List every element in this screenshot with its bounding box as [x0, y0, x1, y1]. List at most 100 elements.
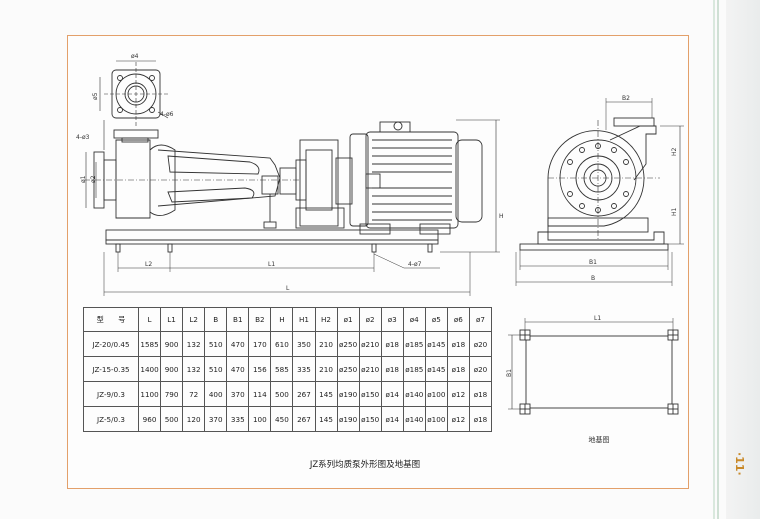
table-header: ø1 — [336, 307, 360, 332]
table-header: ø4 — [402, 307, 426, 332]
table-cell: 1585 — [137, 331, 162, 357]
foundation-plan — [508, 318, 679, 415]
table-cell: ø145 — [424, 356, 448, 382]
table-cell: ø20 — [468, 356, 493, 382]
dim-label-holes-phi3: 4-ø3 — [76, 134, 90, 141]
dim-label-phi5: ø5 — [92, 92, 99, 100]
dim-label-holes-phi7: 4-ø7 — [408, 261, 422, 268]
table-cell: 790 — [160, 381, 184, 407]
table-cell: 500 — [160, 406, 184, 432]
table-cell: 960 — [137, 406, 162, 432]
table-cell: ø140 — [402, 406, 426, 432]
table-cell: ø18 — [446, 356, 470, 382]
table-cell: ø100 — [424, 406, 448, 432]
dim-label-b2: B2 — [622, 95, 630, 102]
table-cell: ø140 — [402, 381, 426, 407]
table-cell: 335 — [226, 406, 250, 432]
table-row: JZ-9/0.3 1100 790 72 400 370 114 500 267… — [83, 381, 493, 407]
table-header: B2 — [248, 307, 272, 332]
table-cell: ø12 — [446, 406, 470, 432]
dim-label-holes-phi6: 4-ø6 — [160, 111, 174, 118]
dimension-table: 型 号 L L1 L2 B B1 B2 H H1 H2 ø1 ø2 ø3 ø4 … — [83, 307, 493, 432]
dim-label-h2: H2 — [671, 147, 678, 156]
table-cell: JZ-15-0.35 — [83, 356, 139, 382]
table-header: ø5 — [424, 307, 448, 332]
table-cell: ø14 — [380, 406, 404, 432]
table-cell: 335 — [292, 356, 316, 382]
pump-side-view — [84, 119, 500, 296]
table-cell: JZ-20/0.45 — [83, 331, 139, 357]
table-cell: 900 — [160, 356, 184, 382]
table-header: B1 — [226, 307, 250, 332]
page-number: ·11· — [733, 452, 746, 476]
edge-line — [713, 0, 715, 519]
table-header: H2 — [314, 307, 338, 332]
table-cell: ø18 — [380, 331, 404, 357]
table-cell: 585 — [270, 356, 294, 382]
figure-caption: JZ系列均质泵外形图及地基图 — [309, 460, 421, 470]
table-cell: ø20 — [468, 331, 493, 357]
table-row: JZ-5/0.3 960 500 120 370 335 100 450 267… — [83, 406, 493, 432]
table-header: L — [137, 307, 162, 332]
table-cell: 132 — [182, 356, 206, 382]
table-cell: ø210 — [358, 331, 382, 357]
table-cell: 450 — [270, 406, 294, 432]
table-cell: ø18 — [468, 406, 493, 432]
table-cell: ø210 — [358, 356, 382, 382]
table-cell: ø250 — [336, 331, 360, 357]
table-cell: 400 — [204, 381, 228, 407]
table-cell: ø18 — [380, 356, 404, 382]
table-cell: ø190 — [336, 381, 360, 407]
table-cell: 267 — [292, 406, 316, 432]
table-header: ø6 — [446, 307, 470, 332]
table-header: B — [204, 307, 228, 332]
dim-label-l2: L2 — [145, 261, 152, 268]
table-cell: 132 — [182, 331, 206, 357]
table-cell: 170 — [248, 331, 272, 357]
dim-label-foundation-l1: L1 — [594, 315, 601, 322]
dim-label-l: L — [286, 285, 290, 292]
table-cell: 1400 — [137, 356, 162, 382]
table-cell: 114 — [248, 381, 272, 407]
outlet-flange-view — [99, 60, 169, 126]
table-cell: 510 — [204, 356, 228, 382]
dim-label-phi4: ø4 — [131, 53, 139, 60]
dim-label-phi1: ø1 — [80, 175, 87, 183]
table-cell: ø185 — [402, 331, 426, 357]
dim-label-foundation-b1: B1 — [506, 369, 513, 377]
table-cell: 470 — [226, 331, 250, 357]
table-cell: 72 — [182, 381, 206, 407]
table-cell: 267 — [292, 381, 316, 407]
table-cell: JZ-9/0.3 — [83, 381, 139, 407]
table-cell: ø18 — [468, 381, 493, 407]
table-header: ø3 — [380, 307, 404, 332]
table-cell: 370 — [226, 381, 250, 407]
table-cell: 210 — [314, 331, 338, 357]
table-cell: ø185 — [402, 356, 426, 382]
table-cell: 145 — [314, 406, 338, 432]
table-header-row: 型 号 L L1 L2 B B1 B2 H H1 H2 ø1 ø2 ø3 ø4 … — [83, 307, 493, 332]
table-row: JZ-20/0.45 1585 900 132 510 470 170 610 … — [83, 331, 493, 357]
table-cell: 210 — [314, 356, 338, 382]
table-cell: ø12 — [446, 381, 470, 407]
table-cell: ø190 — [336, 406, 360, 432]
dim-label-b1: B1 — [589, 259, 597, 266]
table-cell: 100 — [248, 406, 272, 432]
dim-label-l1: L1 — [268, 261, 275, 268]
table-cell: 350 — [292, 331, 316, 357]
table-cell: ø250 — [336, 356, 360, 382]
table-cell: JZ-5/0.3 — [83, 406, 139, 432]
table-cell: ø100 — [424, 381, 448, 407]
table-cell: 1100 — [137, 381, 162, 407]
table-header: L2 — [182, 307, 206, 332]
table-cell: 156 — [248, 356, 272, 382]
edge-line — [717, 0, 719, 519]
table-cell: 470 — [226, 356, 250, 382]
table-header: L1 — [160, 307, 184, 332]
table-cell: 370 — [204, 406, 228, 432]
table-cell: ø145 — [424, 331, 448, 357]
table-row: JZ-15-0.35 1400 900 132 510 470 156 585 … — [83, 356, 493, 382]
table-header: H1 — [292, 307, 316, 332]
